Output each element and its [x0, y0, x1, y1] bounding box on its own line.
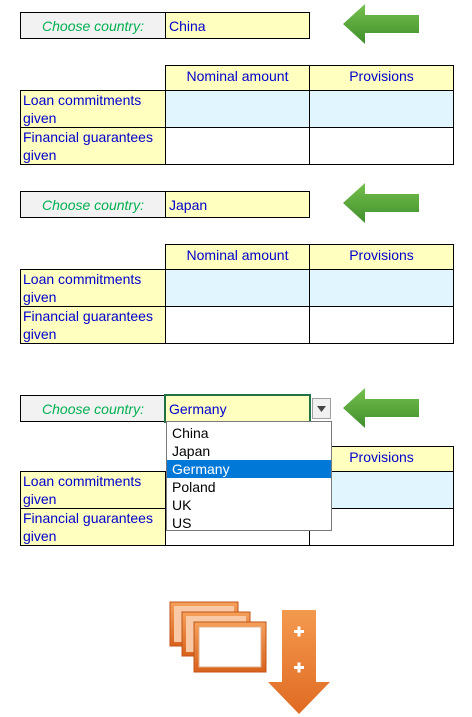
- dropdown-option-china[interactable]: China: [172, 425, 209, 441]
- table2-row-loan-commitments: Loan commitments given: [20, 269, 166, 307]
- chevron-down-icon: [317, 405, 326, 412]
- table3-row-financial-guarantees: Financial guarantees given: [20, 508, 166, 546]
- green-left-arrow-icon: [343, 4, 419, 44]
- green-left-arrow-icon: [343, 183, 419, 223]
- table1-cell-loan-nominal[interactable]: [165, 90, 310, 128]
- dropdown-option-germany[interactable]: Germany: [167, 460, 331, 478]
- table2-header-provisions: Provisions: [309, 244, 454, 270]
- table1-header-provisions: Provisions: [309, 65, 454, 91]
- green-left-arrow-icon: [343, 388, 419, 428]
- dropdown-option-uk[interactable]: UK: [172, 497, 192, 513]
- country-select-2[interactable]: Japan: [166, 191, 310, 218]
- table1-cell-loan-provisions[interactable]: [309, 90, 454, 128]
- choose-country-label-1: Choose country:: [20, 12, 166, 39]
- table1-row-financial-guarantees: Financial guarantees given: [20, 127, 166, 165]
- country-dropdown-list[interactable]: China Japan Germany Poland UK US: [166, 421, 332, 531]
- table2-cell-guarantee-provisions[interactable]: [309, 306, 454, 344]
- table3-cell-guarantee-provisions[interactable]: [309, 508, 454, 546]
- table1-cell-guarantee-nominal[interactable]: [165, 127, 310, 165]
- stacked-pages-plus-icon: [169, 601, 330, 714]
- country-select-1[interactable]: China: [166, 12, 310, 39]
- table2-cell-loan-provisions[interactable]: [309, 269, 454, 307]
- country-select-3[interactable]: Germany: [164, 394, 311, 423]
- table3-header-provisions: Provisions: [309, 446, 454, 472]
- dropdown-option-poland[interactable]: Poland: [172, 479, 216, 495]
- table1-row-loan-commitments: Loan commitments given: [20, 90, 166, 128]
- table3-cell-loan-provisions[interactable]: [309, 471, 454, 509]
- table2-header-nominal-amount: Nominal amount: [165, 244, 310, 270]
- table3-row-loan-commitments: Loan commitments given: [20, 471, 166, 509]
- dropdown-toggle-button[interactable]: [312, 398, 331, 419]
- dropdown-option-japan[interactable]: Japan: [172, 443, 211, 459]
- choose-country-label-3: Choose country:: [20, 395, 166, 422]
- table1-header-nominal-amount: Nominal amount: [165, 65, 310, 91]
- dropdown-option-us[interactable]: US: [172, 515, 192, 531]
- table1-cell-guarantee-provisions[interactable]: [309, 127, 454, 165]
- table2-cell-loan-nominal[interactable]: [165, 269, 310, 307]
- table2-row-financial-guarantees: Financial guarantees given: [20, 306, 166, 344]
- table2-cell-guarantee-nominal[interactable]: [165, 306, 310, 344]
- choose-country-label-2: Choose country:: [20, 191, 166, 218]
